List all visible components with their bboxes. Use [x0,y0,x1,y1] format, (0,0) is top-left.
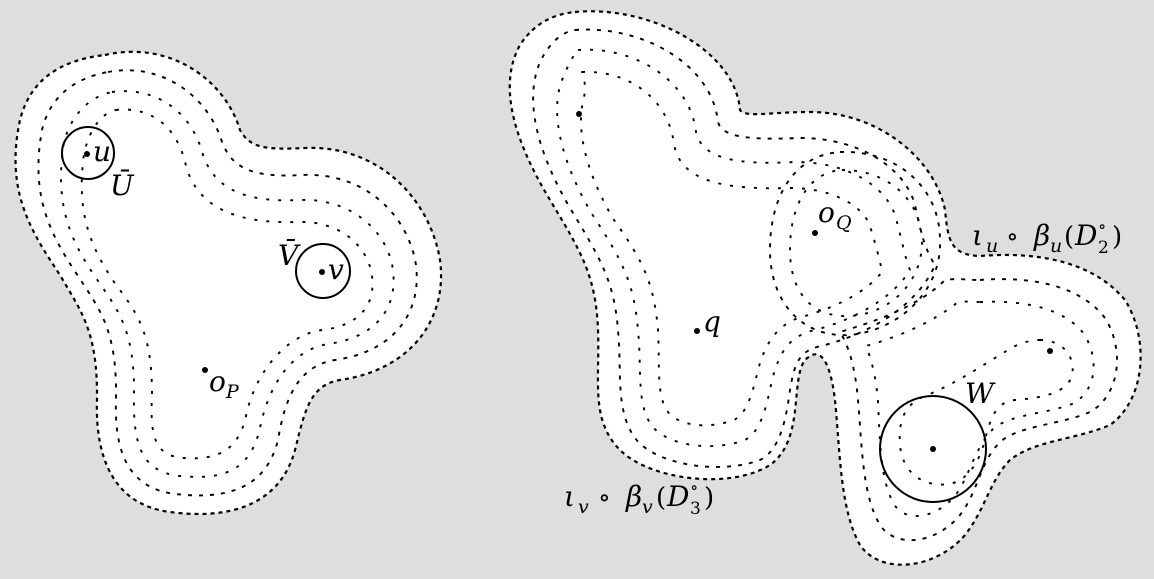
label-u: u [93,135,111,168]
iota-v: ι [564,480,575,513]
o-q-point [812,230,818,236]
region-w-level-1 [839,278,1118,542]
beta-v-sub: v [642,496,653,518]
label-o-p: o [209,365,226,398]
upper-point [576,111,582,117]
iota-u-sub: u [986,235,998,257]
label-q: q [703,305,721,338]
label-w: W [965,377,996,410]
label-u-bar: Ū [110,169,135,202]
iota-v-sub: v [578,496,589,518]
label-o-q-sub: Q [836,212,852,234]
iota-u: ι [972,219,983,252]
region-q: W q o Q [508,10,1142,566]
u-neighborhood-circle [61,126,115,180]
v-point [319,269,325,275]
u-point [84,151,90,157]
beta-u: β [1033,219,1050,252]
d-u-sup: ∘ [1098,217,1106,237]
region-w-level-2 [865,300,1095,517]
paren-open-u: ( [1064,222,1074,252]
circ-v: ∘ [598,483,611,513]
v-neighborhood-circle [295,243,351,299]
w-neighborhood-circle [879,395,987,503]
d-u-sub: 2 [1098,238,1109,258]
region-p-outline [14,50,443,516]
region-p-level-1 [37,69,418,497]
paren-close-u: ) [1112,222,1122,252]
q-point [694,328,700,334]
circ-u: ∘ [1006,222,1019,252]
region-q-level-2 [556,48,911,448]
label-iota-v-expression: ι v ∘ β v ( D ∘ 3 ) [564,478,714,519]
w-center-point [930,446,936,452]
label-iota-u-expression: ι u ∘ β u ( D ∘ 2 ) [972,217,1122,258]
label-o-p-sub: P [225,381,240,403]
label-o-q: o [818,196,835,229]
region-q-level-1 [532,28,936,468]
region-q-level-3 [580,71,883,427]
beta-v: β [625,480,642,513]
d-u: D [1074,219,1097,252]
label-v: v [328,253,344,286]
d-v-sup: ∘ [690,478,698,498]
right-point [1047,348,1053,354]
region-p: u Ū v V̄ o P [14,50,443,516]
o-p-point [202,367,208,373]
label-v-bar: V̄ [278,238,301,272]
beta-u-sub: u [1050,235,1062,257]
d-v: D [666,480,689,513]
region-q-outline [508,10,1142,566]
d-v-sub: 3 [690,499,701,519]
paren-close-v: ) [704,483,714,513]
paren-open-v: ( [656,483,666,513]
